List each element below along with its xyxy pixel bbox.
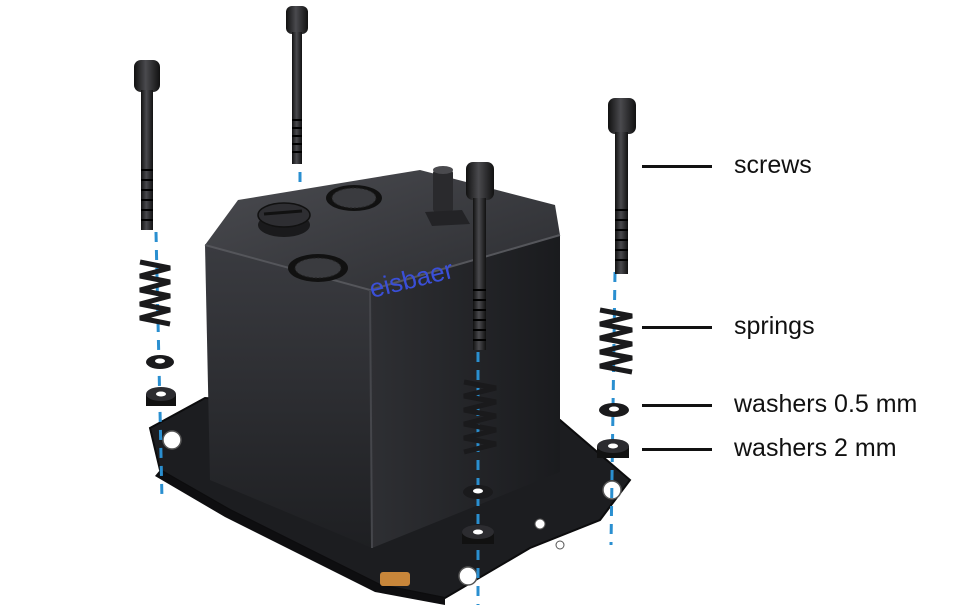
screw: [608, 98, 636, 274]
label-springs: springs: [734, 312, 815, 340]
washer-thin: [146, 355, 174, 369]
screw: [286, 6, 308, 164]
washer-thick: [146, 387, 176, 406]
washer-thin: [463, 485, 493, 499]
spring: [599, 307, 633, 375]
port-threaded: [288, 254, 348, 282]
screw: [466, 162, 494, 350]
port-plug: [257, 202, 311, 237]
washer-thick: [597, 439, 629, 458]
plate-hole: [458, 566, 478, 586]
spring: [463, 379, 497, 455]
callout-line-washers-thick: [642, 448, 712, 451]
standoff-post: [425, 166, 470, 226]
plate-hole: [555, 540, 565, 550]
label-screws: screws: [734, 151, 812, 179]
callout-line-screws: [642, 165, 712, 168]
plate-hole: [534, 518, 546, 530]
washer-thick: [462, 525, 494, 544]
spring: [139, 259, 171, 327]
copper-base: [380, 572, 410, 586]
screw: [134, 60, 160, 230]
callout-line-washers-thin: [642, 404, 712, 407]
label-washers-thick: washers 2 mm: [734, 434, 897, 462]
port-threaded: [326, 185, 382, 211]
plate-hole: [162, 430, 182, 450]
waterblock-body: eisbaer: [204, 170, 561, 549]
callout-line-springs: [642, 326, 712, 329]
label-washers-thin: washers 0.5 mm: [734, 390, 918, 418]
washer-thin: [599, 403, 629, 417]
